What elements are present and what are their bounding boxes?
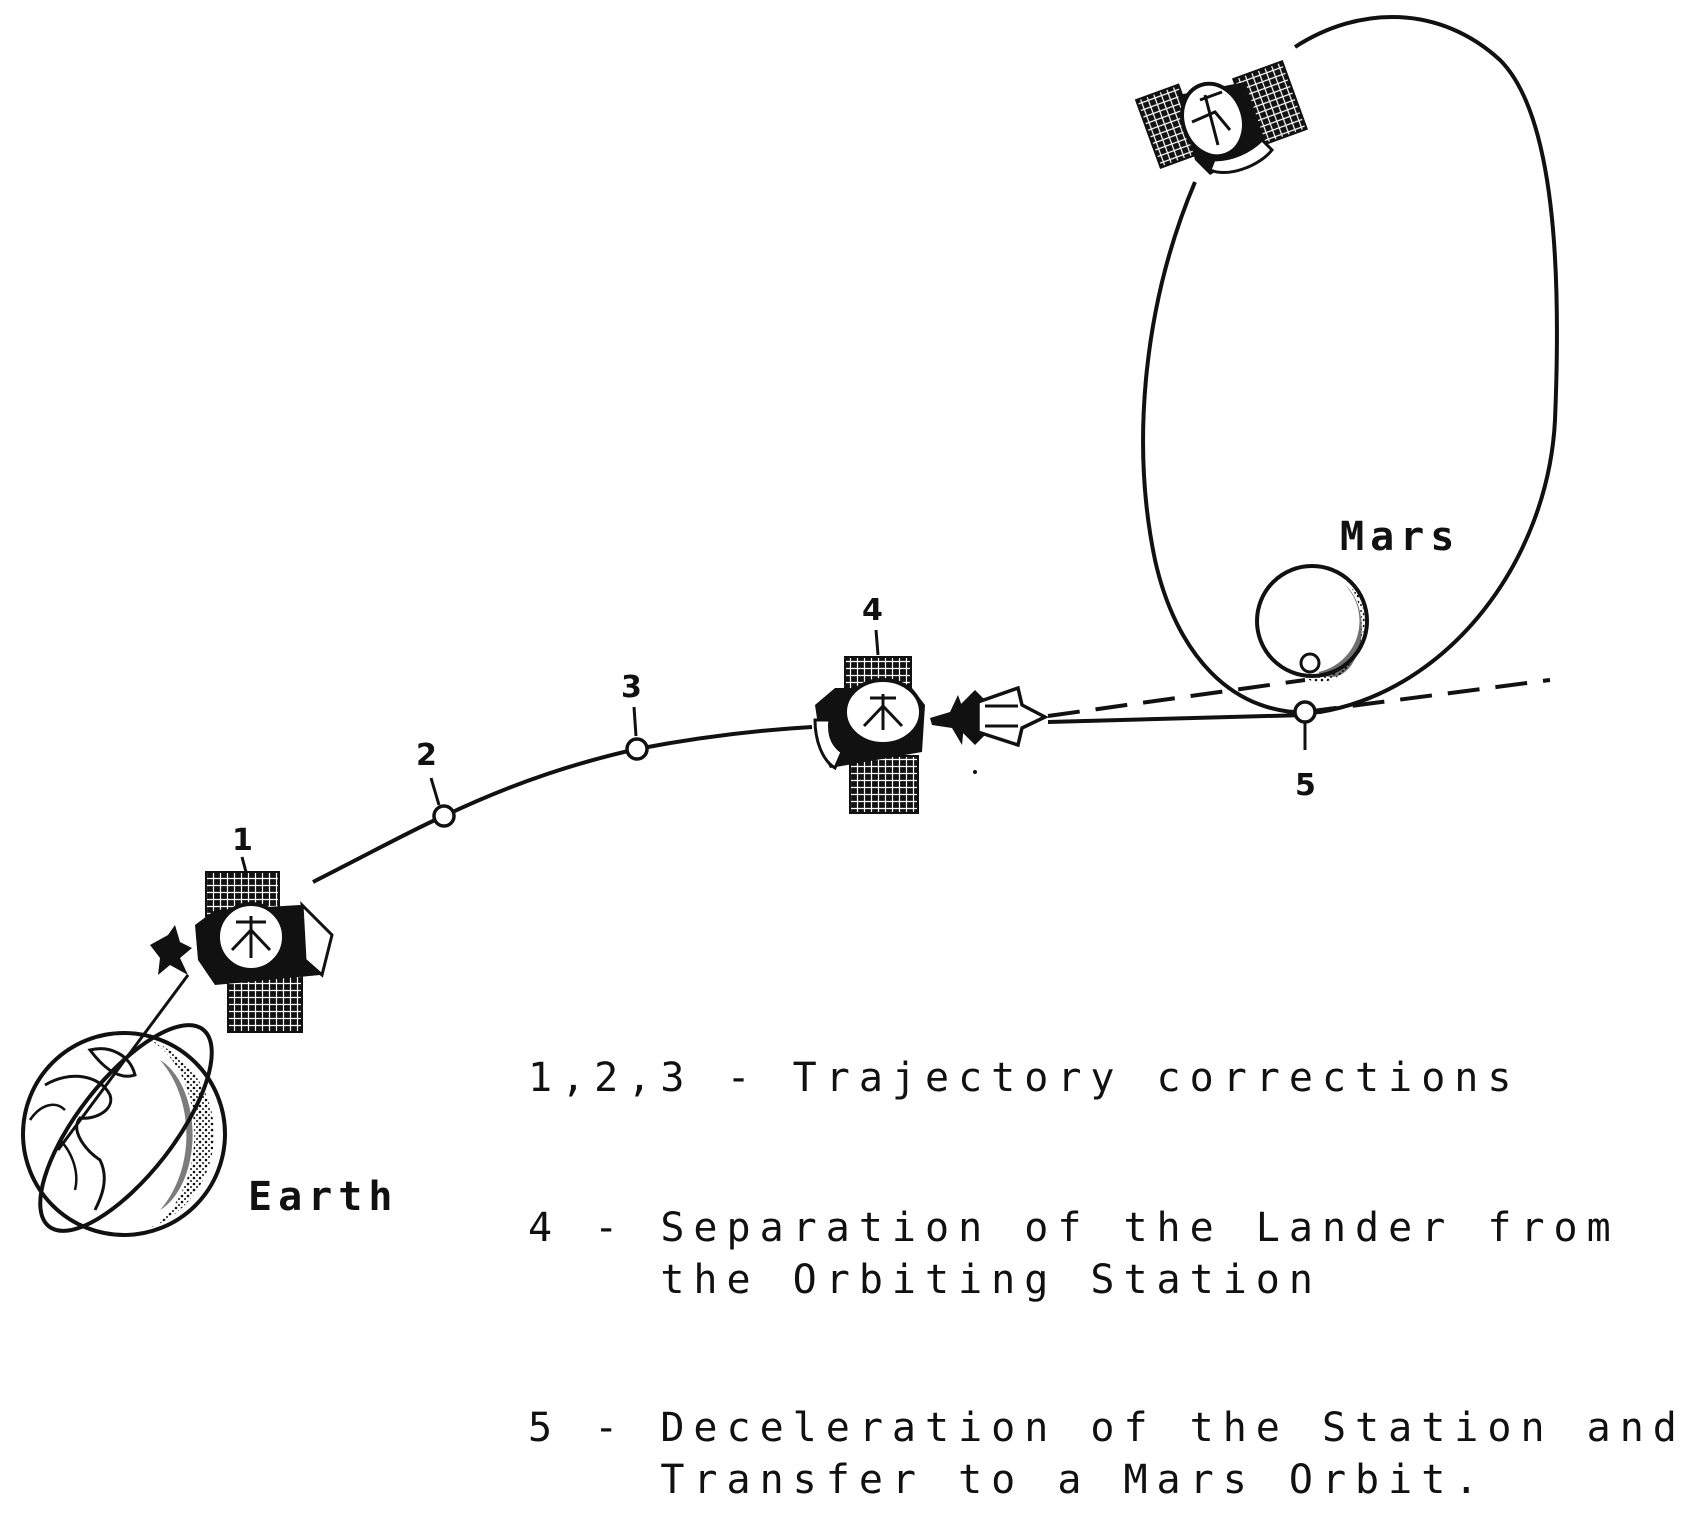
earth-label: Earth [248,1174,398,1220]
point-label-1: 1 [232,823,253,858]
correction-point-2 [432,804,456,828]
mars-orbit [1141,15,1559,715]
spacecraft-4-icon [813,656,925,814]
legend-item-separation-line2: the Orbiting Station [528,1257,1322,1303]
lander-path-dashed [1047,678,1306,718]
legend-item-corrections: 1,2,3 - Trajectory corrections [528,1055,1521,1101]
mars-icon [1255,564,1369,683]
spacecraft-1-icon [150,871,334,1033]
deceleration-point-5 [1293,700,1317,724]
point-label-3: 3 [621,670,642,705]
launch-line [56,974,190,1151]
legend-item-deceleration-line2: Transfer to a Mars Orbit. [528,1457,1488,1503]
diagram-canvas: 1 2 3 4 5 Earth Mars [21,15,1559,1237]
orbiting-station-icon [1134,59,1309,175]
station-path [1047,713,1306,724]
mars-mission-diagram: 1 2 3 4 5 Earth Mars 1,2,3 - Trajectory … [21,15,1677,1503]
earth-icon [21,1023,227,1237]
legend-item-deceleration-line1: 5 - Deceleration of the Station and [528,1405,1686,1451]
legend-item-separation-line1: 4 - Separation of the Lander from [528,1205,1620,1251]
flyby-path-dashed [1304,678,1551,714]
trajectory-arc [312,725,813,884]
lander-icon [930,685,1049,774]
point-label-5: 5 [1295,768,1316,803]
point-label-2: 2 [416,738,437,773]
mars-label: Mars [1340,514,1460,560]
correction-point-3 [625,737,649,761]
point-label-4: 4 [862,593,883,628]
